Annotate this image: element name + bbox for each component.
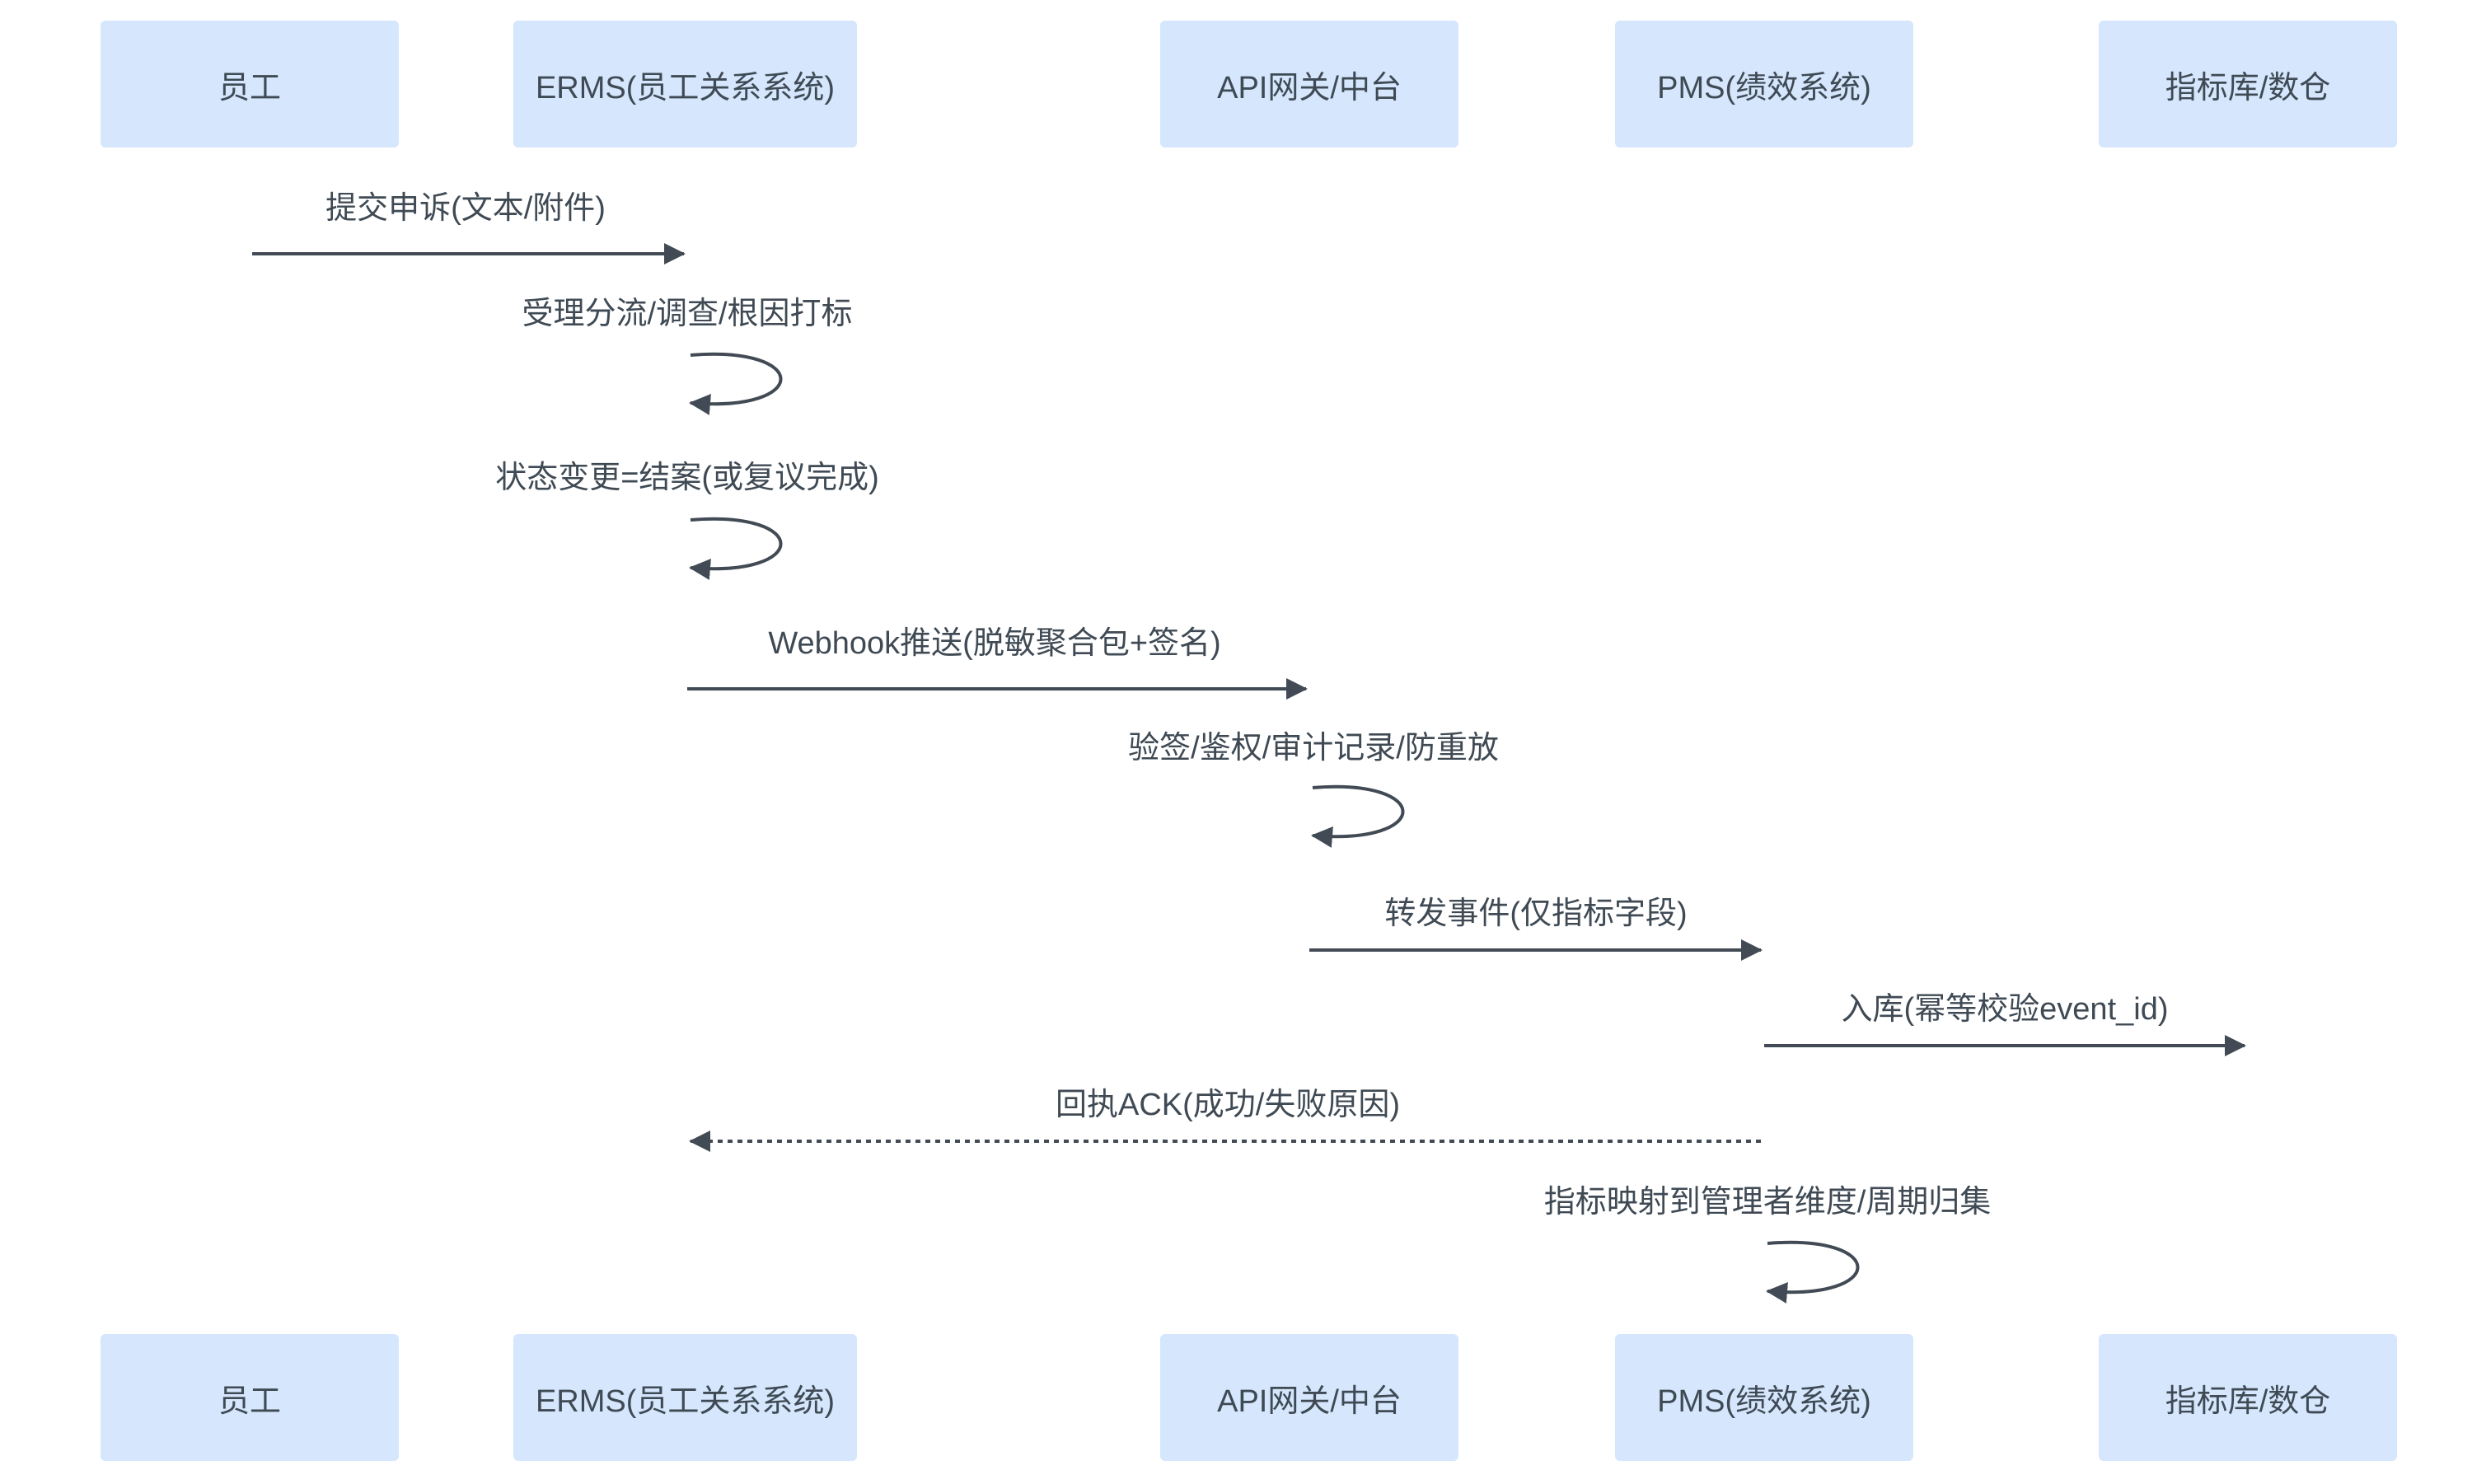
message-label-status-change: 状态变更=结案(或复议完成)	[495, 461, 879, 495]
actor-top-erms[interactable]: ERMS(员工关系系统)	[513, 21, 857, 147]
actor-label: 指标库/数仓	[2165, 1383, 2331, 1419]
message-label-forward-event: 转发事件(仅指标字段)	[1384, 896, 1688, 931]
actor-label: 指标库/数仓	[2165, 70, 2331, 105]
actor-bottom-erms[interactable]: ERMS(员工关系系统)	[513, 1334, 857, 1461]
actor-bottom-employee[interactable]: 员工	[101, 1334, 399, 1461]
actor-label: PMS(绩效系统)	[1657, 1383, 1871, 1419]
message-label-store: 入库(幂等校验event_id)	[1841, 992, 2169, 1027]
actor-label: PMS(绩效系统)	[1657, 70, 1871, 105]
message-label-triage: 受理分流/调查/根因打标	[522, 297, 853, 331]
actor-bottom-pms[interactable]: PMS(绩效系统)	[1615, 1334, 1913, 1461]
self-loop-metric-mapping	[1766, 1240, 1860, 1304]
message-label-submit-appeal: 提交申诉(文本/附件)	[325, 191, 606, 226]
actor-bottom-api[interactable]: API网关/中台	[1160, 1334, 1458, 1461]
message-label-metric-mapping: 指标映射到管理者维度/周期归集	[1543, 1185, 1992, 1220]
actor-top-api[interactable]: API网关/中台	[1160, 21, 1458, 147]
actor-label: API网关/中台	[1217, 70, 1402, 105]
actor-label: ERMS(员工关系系统)	[535, 70, 836, 105]
self-loop-triage	[689, 352, 783, 415]
actor-label: API网关/中台	[1217, 1383, 1402, 1419]
actor-label: 员工	[218, 1383, 281, 1419]
actor-bottom-dw[interactable]: 指标库/数仓	[2099, 1334, 2397, 1461]
message-label-verify: 验签/鉴权/审计记录/防重放	[1128, 731, 1499, 765]
message-label-webhook-push: Webhook推送(脱敏聚合包+签名)	[768, 626, 1221, 661]
message-label-ack: 回执ACK(成功/失败原因)	[1055, 1088, 1401, 1122]
actor-top-employee[interactable]: 员工	[101, 21, 399, 147]
actor-top-dw[interactable]: 指标库/数仓	[2099, 21, 2397, 147]
self-loop-status-change	[689, 517, 783, 580]
self-loop-verify	[1311, 784, 1405, 848]
actor-top-pms[interactable]: PMS(绩效系统)	[1615, 21, 1913, 147]
actor-label: 员工	[218, 70, 281, 105]
actor-label: ERMS(员工关系系统)	[535, 1383, 836, 1419]
